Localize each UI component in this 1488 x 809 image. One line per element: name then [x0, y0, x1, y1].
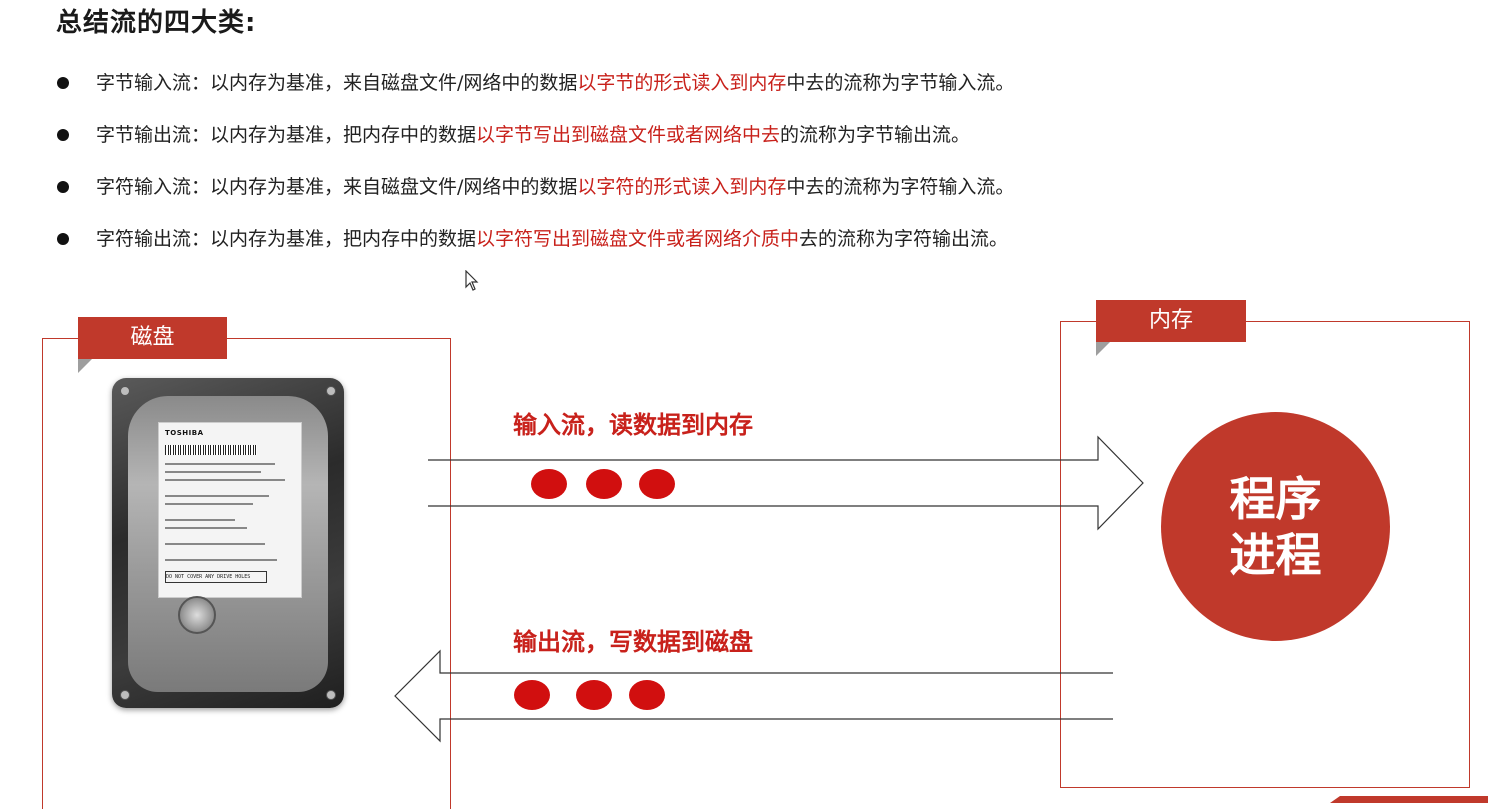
- output-data-dot: [576, 680, 612, 710]
- input-data-dot: [586, 469, 622, 499]
- input-data-dot: [531, 469, 567, 499]
- output-arrow-icon: [395, 651, 1113, 741]
- output-flow-label: 输出流，写数据到磁盘: [513, 622, 753, 657]
- output-data-dot: [514, 680, 550, 710]
- input-flow-label: 输入流，读数据到内存: [513, 405, 753, 440]
- corner-decoration: [1330, 796, 1488, 803]
- input-data-dot: [639, 469, 675, 499]
- output-data-dot: [629, 680, 665, 710]
